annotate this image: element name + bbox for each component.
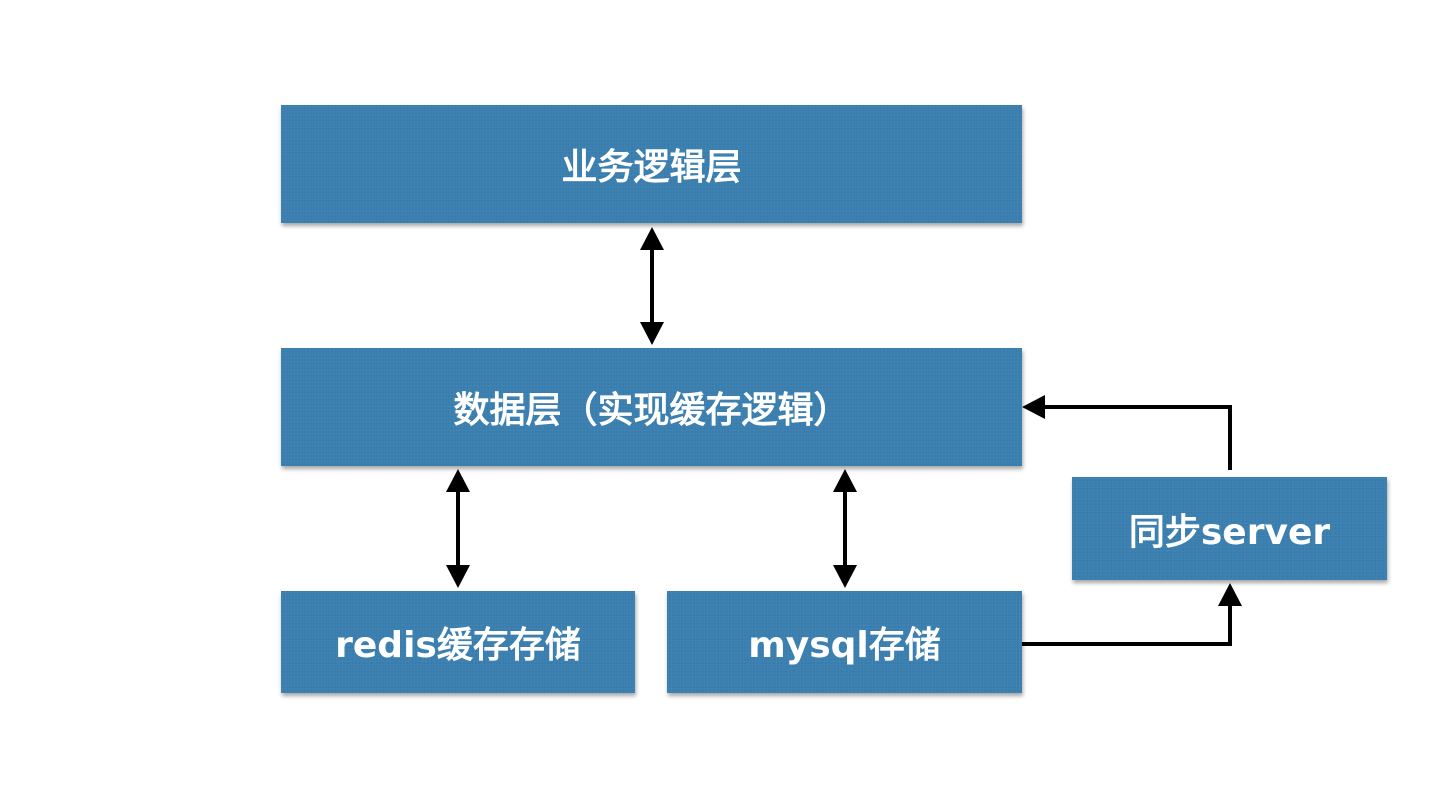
sync-server-label: 同步server	[1128, 511, 1331, 553]
sync-server-box: 同步server	[1072, 477, 1387, 580]
data-layer-label: 数据层（实现缓存逻辑）	[453, 390, 850, 431]
arrow-sync-data	[1022, 395, 1232, 470]
arrow-data-mysql	[833, 469, 857, 588]
mysql-storage-label: mysql存储	[748, 625, 941, 666]
redis-storage-box: redis缓存存储	[281, 591, 635, 693]
arrow-business-data	[640, 227, 664, 345]
business-layer-label: 业务逻辑层	[561, 147, 742, 188]
data-layer-box: 数据层（实现缓存逻辑）	[281, 348, 1022, 466]
business-layer-box: 业务逻辑层	[281, 105, 1022, 223]
redis-storage-label: redis缓存存储	[335, 625, 581, 666]
arrow-data-redis	[446, 469, 470, 588]
arrow-mysql-sync	[1022, 583, 1242, 646]
mysql-storage-box: mysql存储	[667, 591, 1022, 693]
